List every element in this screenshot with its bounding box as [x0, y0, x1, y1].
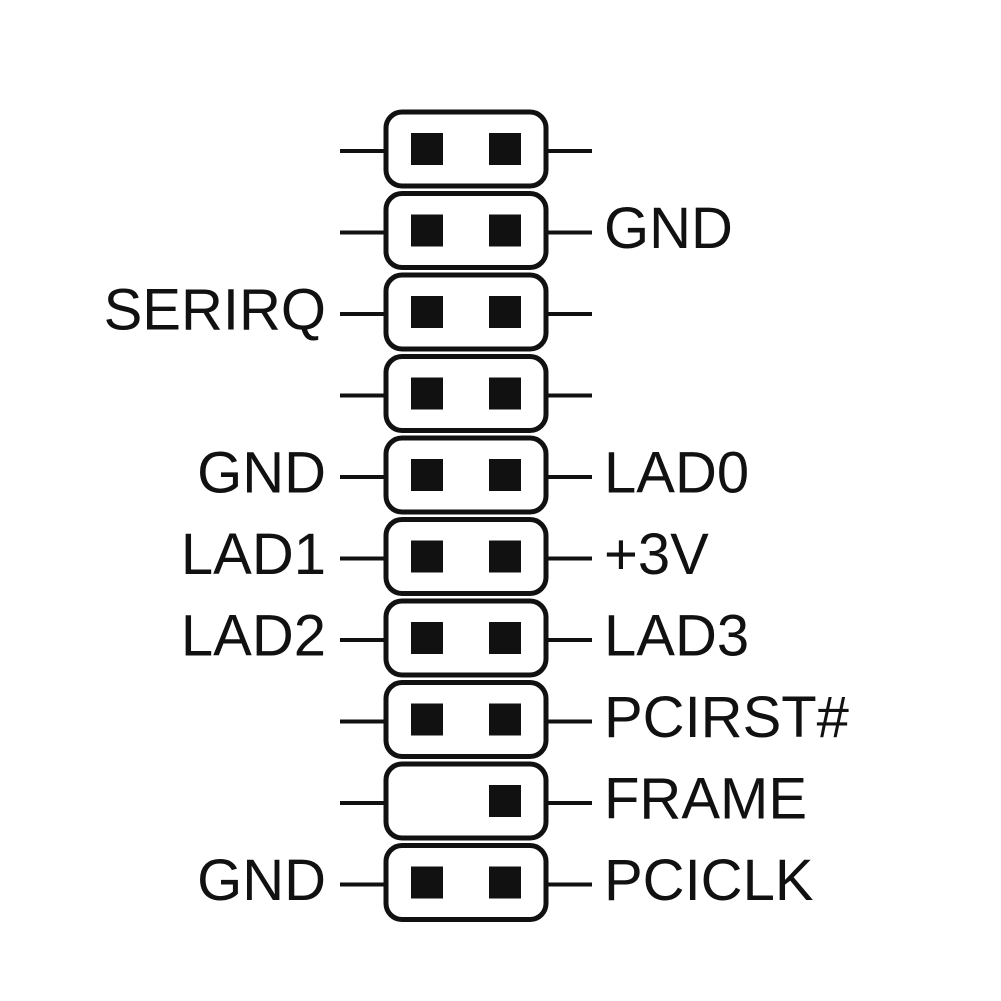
pin-label-right: PCICLK: [604, 848, 814, 913]
pin-left: [411, 377, 443, 410]
pin-left: [411, 296, 443, 328]
pin-right: [489, 785, 521, 817]
pin-label-right: GND: [604, 196, 733, 261]
header-cell: [383, 843, 549, 922]
pin-label-right: FRAME: [604, 766, 807, 831]
pin-label-right: LAD0: [604, 440, 749, 505]
header-cell: [383, 680, 549, 759]
pin-right: [489, 296, 521, 328]
header-cell: [383, 272, 549, 352]
pin-label-left: GND: [197, 440, 326, 505]
pin-left: [411, 703, 443, 736]
pin-label-left: LAD1: [181, 522, 326, 587]
pin-right: [489, 703, 521, 736]
pin-right: [489, 377, 521, 410]
pin-label-left: LAD2: [181, 603, 326, 668]
pin-label-left: GND: [197, 848, 326, 913]
pin-left: [411, 459, 443, 491]
pin-right: [489, 133, 521, 165]
header-cell: [383, 761, 549, 841]
pin-left: [411, 133, 443, 165]
pin-right: [489, 622, 521, 654]
pin-left: [411, 866, 443, 899]
pin-left: [411, 622, 443, 654]
pin-right: [489, 214, 521, 247]
pin-left: [411, 214, 443, 247]
header-cell: [383, 517, 549, 596]
pin-right: [489, 540, 521, 573]
pin-label-right: PCIRST#: [604, 685, 849, 750]
pin-label-right: LAD3: [604, 603, 749, 668]
header-cell: [383, 354, 549, 433]
pin-right: [489, 459, 521, 491]
header-cell: [383, 191, 549, 270]
header-cell: [383, 109, 549, 189]
pin-label-left: SERIRQ: [104, 277, 326, 342]
pin-right: [489, 866, 521, 899]
header-cell: [383, 435, 549, 515]
pin-left: [411, 540, 443, 573]
header-cell: [383, 598, 549, 678]
pin-label-right: +3V: [604, 522, 709, 587]
